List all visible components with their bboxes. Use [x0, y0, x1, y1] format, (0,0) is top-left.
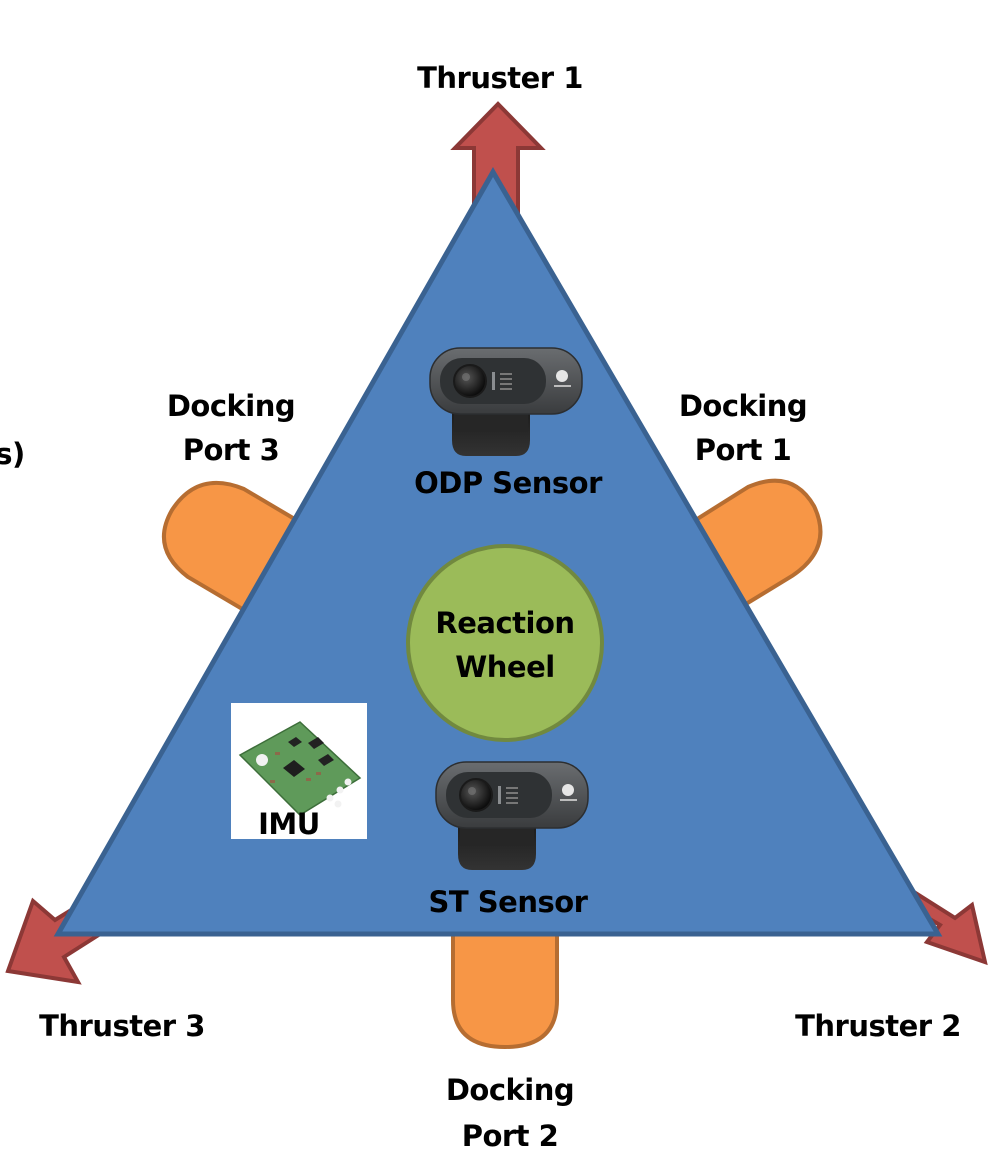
reaction-wheel-circle	[406, 544, 604, 742]
docking-port-3-label-line2: Port 3	[183, 433, 280, 467]
docking-port-2-label-line1: Docking	[446, 1073, 574, 1107]
docking-port-1-label-line2: Port 1	[695, 433, 792, 467]
st-sensor-label: ST Sensor	[429, 885, 589, 919]
thruster-3-label: Thruster 3	[39, 1009, 205, 1043]
odp-sensor: ODP Sensor	[414, 347, 604, 500]
thruster-1-label: Thruster 1	[417, 61, 583, 95]
docking-port-2-label-line2: Port 2	[462, 1119, 559, 1153]
st-sensor: ST Sensor	[429, 761, 589, 919]
imu: IMU	[231, 703, 367, 841]
imu-label: IMU	[258, 807, 320, 841]
docking-port-2-shape	[451, 932, 559, 1050]
partial-cutoff-text: s)	[0, 437, 25, 471]
circuit-board-icon	[238, 721, 362, 816]
reaction-wheel-label-line2: Wheel	[455, 650, 554, 684]
reaction-wheel-label-line1: Reaction	[435, 606, 574, 640]
thruster-2-label: Thruster 2	[795, 1009, 961, 1043]
docking-port-1-label-line1: Docking	[679, 389, 807, 423]
docking-port-1-shape	[691, 478, 823, 607]
docking-port-3-shape	[162, 480, 301, 613]
reaction-wheel: Reaction Wheel	[406, 544, 604, 742]
odp-sensor-label: ODP Sensor	[414, 466, 603, 500]
docking-port-3-label-line1: Docking	[167, 389, 295, 423]
